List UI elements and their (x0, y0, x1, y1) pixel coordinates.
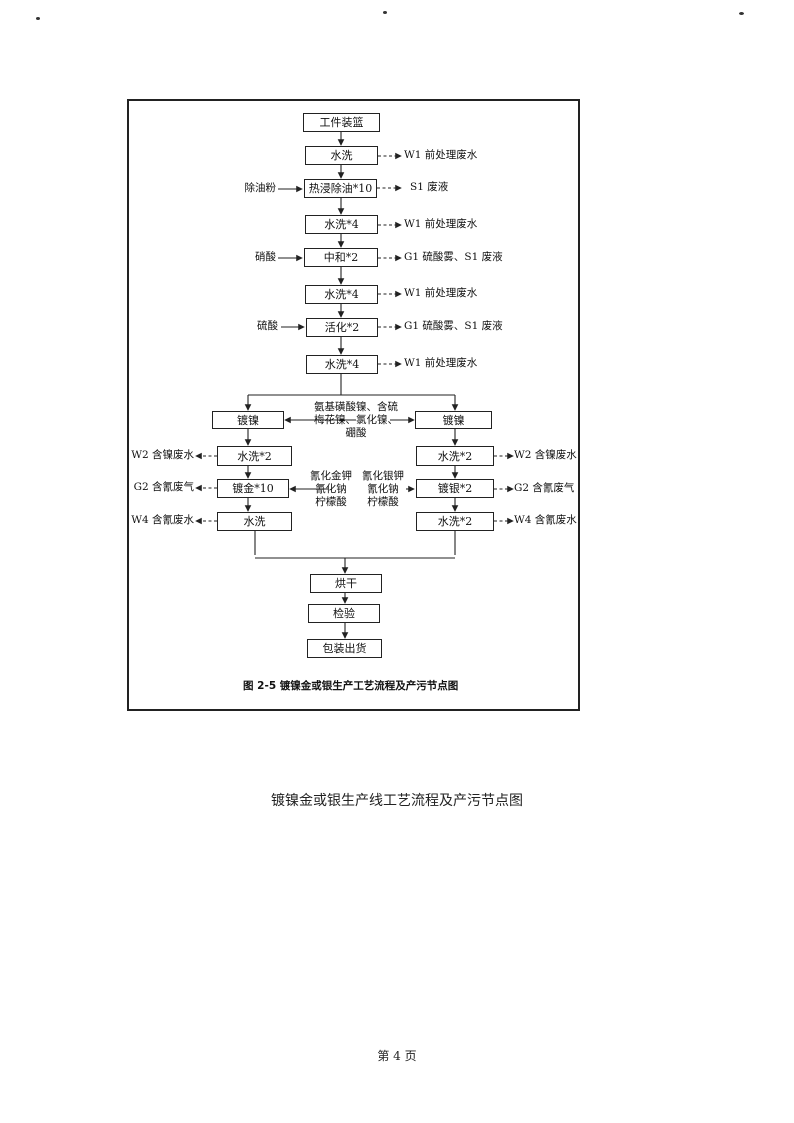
left-output-w2: W2 含镍废水 (131, 449, 194, 461)
step-inspect: 检验 (308, 604, 380, 623)
step-load-basket: 工件装篮 (303, 113, 380, 132)
right-output-g2: G2 含氰废气 (514, 482, 575, 494)
step-neutralize: 中和*2 (304, 248, 378, 267)
output-w1: W1 前处理废水 (404, 357, 478, 369)
gold-chemical-line: 柠檬酸 (315, 496, 347, 508)
step-activate: 活化*2 (306, 318, 378, 337)
left-step-water-wash: 水洗 (217, 512, 292, 531)
scan-speck (36, 17, 40, 20)
nickel-chemical-line: 硼酸 (345, 427, 367, 439)
right-step-water-wash-x2: 水洗*2 (416, 446, 494, 466)
scan-speck (383, 11, 387, 14)
silver-chemicals-label: 氰化银钾 氰化钠 柠檬酸 (358, 470, 408, 509)
page-number: 第 4 页 (377, 1049, 417, 1063)
output-w1: W1 前处理废水 (404, 218, 478, 230)
left-step-gold-plating: 镀金*10 (217, 479, 289, 498)
input-nitric-acid: 硝酸 (255, 251, 276, 263)
gold-chemical-line: 氰化钠 (315, 483, 347, 495)
left-step-nickel-plating: 镀镍 (212, 411, 284, 429)
input-sulfuric-acid: 硫酸 (257, 320, 278, 332)
right-output-w2: W2 含镍废水 (514, 449, 577, 461)
gold-chemicals-label: 氰化金钾 氰化钠 柠檬酸 (306, 470, 356, 509)
right-step-water-wash-x2: 水洗*2 (416, 512, 494, 531)
nickel-chemical-line: 梅花镍、氯化镍、 (314, 414, 398, 426)
input-degrease-agent: 除油粉 (244, 182, 277, 194)
output-g1-s1: G1 硫酸雾、S1 废液 (404, 251, 503, 263)
figure-frame (127, 99, 580, 711)
step-dry: 烘干 (310, 574, 382, 593)
left-output-g2: G2 含氰废气 (133, 481, 194, 493)
silver-chemical-line: 柠檬酸 (367, 496, 399, 508)
left-output-w4: W4 含氰废水 (131, 514, 194, 526)
scan-speck (739, 12, 744, 15)
output-g1-s1: G1 硫酸雾、S1 废液 (404, 320, 503, 332)
right-output-w4: W4 含氰废水 (514, 514, 577, 526)
gold-chemical-line: 氰化金钾 (310, 470, 352, 482)
output-w1: W1 前处理废水 (404, 287, 478, 299)
right-step-silver-plating: 镀银*2 (416, 479, 494, 498)
right-step-nickel-plating: 镀镍 (415, 411, 492, 429)
silver-chemical-line: 氰化钠 (367, 483, 399, 495)
step-water-wash-x4: 水洗*4 (305, 285, 378, 304)
output-s1: S1 废液 (410, 181, 449, 193)
step-pack-ship: 包装出货 (307, 639, 382, 658)
step-water-wash-x4: 水洗*4 (305, 215, 378, 234)
nickel-chemicals-label: 氨基磺酸镍、含硫 梅花镍、氯化镍、 硼酸 (298, 401, 414, 440)
output-w1: W1 前处理废水 (404, 149, 478, 161)
step-hot-degrease: 热浸除油*10 (304, 179, 377, 198)
silver-chemical-line: 氰化银钾 (362, 470, 404, 482)
step-water-wash: 水洗 (305, 146, 378, 165)
step-water-wash-x4: 水洗*4 (306, 355, 378, 374)
nickel-chemical-line: 氨基磺酸镍、含硫 (314, 401, 398, 413)
figure-caption: 图 2-5 镀镍金或银生产工艺流程及产污节点图 (243, 680, 459, 692)
page-caption: 镀镍金或银生产线工艺流程及产污节点图 (271, 793, 523, 809)
left-step-water-wash-x2: 水洗*2 (217, 446, 292, 466)
